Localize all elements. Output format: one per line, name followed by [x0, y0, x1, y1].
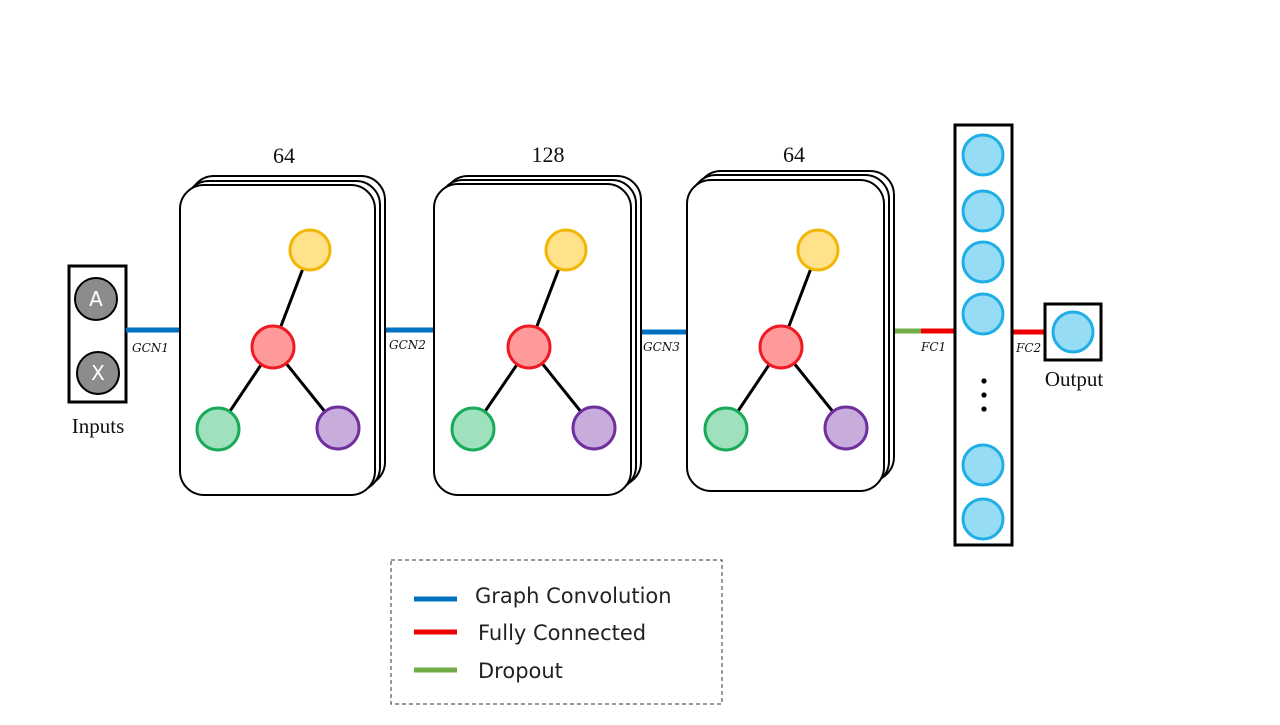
output-block: Output	[1043, 302, 1104, 391]
input-node-a	[74, 277, 118, 321]
legend-label-graph-convolution: Graph Convolution	[475, 584, 672, 608]
layer-2-node-purple	[571, 405, 617, 451]
output-label: Output	[1045, 367, 1104, 391]
inputs-label: Inputs	[72, 414, 125, 438]
layer-2-node-green	[450, 406, 496, 452]
gcn-layer-1: 64	[179, 143, 386, 496]
fc1-label: FC1	[920, 340, 946, 354]
gcn3-label: GCN3	[643, 340, 680, 354]
output-node	[1051, 310, 1095, 354]
layer-3-node-yellow	[796, 228, 840, 272]
input-node-a-label: A	[89, 287, 103, 311]
input-node-x	[76, 351, 120, 395]
layer-1-size: 64	[273, 143, 295, 168]
fc-column	[953, 123, 1014, 547]
gcn1-label: GCN1	[132, 341, 169, 355]
legend-label-dropout: Dropout	[478, 659, 563, 683]
fc2-label: FC2	[1015, 341, 1041, 355]
legend-label-fully-connected: Fully Connected	[478, 621, 646, 645]
layer-3-node-purple	[823, 405, 869, 451]
fc-node	[961, 240, 1005, 284]
fc-node	[961, 133, 1005, 177]
fc-node	[961, 292, 1005, 336]
fc-ellipsis-dot	[981, 392, 987, 398]
gcn2-label: GCN2	[389, 338, 426, 352]
layer-2-node-red	[506, 324, 552, 370]
input-node-x-label: X	[91, 361, 105, 385]
layer-3-node-green	[703, 406, 749, 452]
connections: GCN1 GCN2 GCN3 FC1 FC2	[126, 327, 1046, 355]
fc-node	[961, 497, 1005, 541]
fc-ellipsis-dot	[981, 378, 987, 384]
gcn-layer-3: 64	[686, 142, 895, 492]
layer-3-node-red	[758, 324, 804, 370]
fc-node	[961, 443, 1005, 487]
legend: Graph Convolution Fully Connected Dropou…	[390, 559, 723, 705]
layer-1-node-red	[250, 324, 296, 370]
layer-1-node-green	[195, 406, 241, 452]
gcn-layer-2: 128	[433, 142, 642, 496]
inputs-block: A X Inputs	[67, 264, 128, 438]
layer-2-size: 128	[532, 142, 565, 167]
layer-3-size: 64	[783, 142, 805, 167]
fc-node	[961, 189, 1005, 233]
layer-2-node-yellow	[544, 228, 588, 272]
fc-ellipsis-dot	[981, 406, 987, 412]
layer-1-node-yellow	[288, 228, 332, 272]
layer-1-node-purple	[315, 405, 361, 451]
